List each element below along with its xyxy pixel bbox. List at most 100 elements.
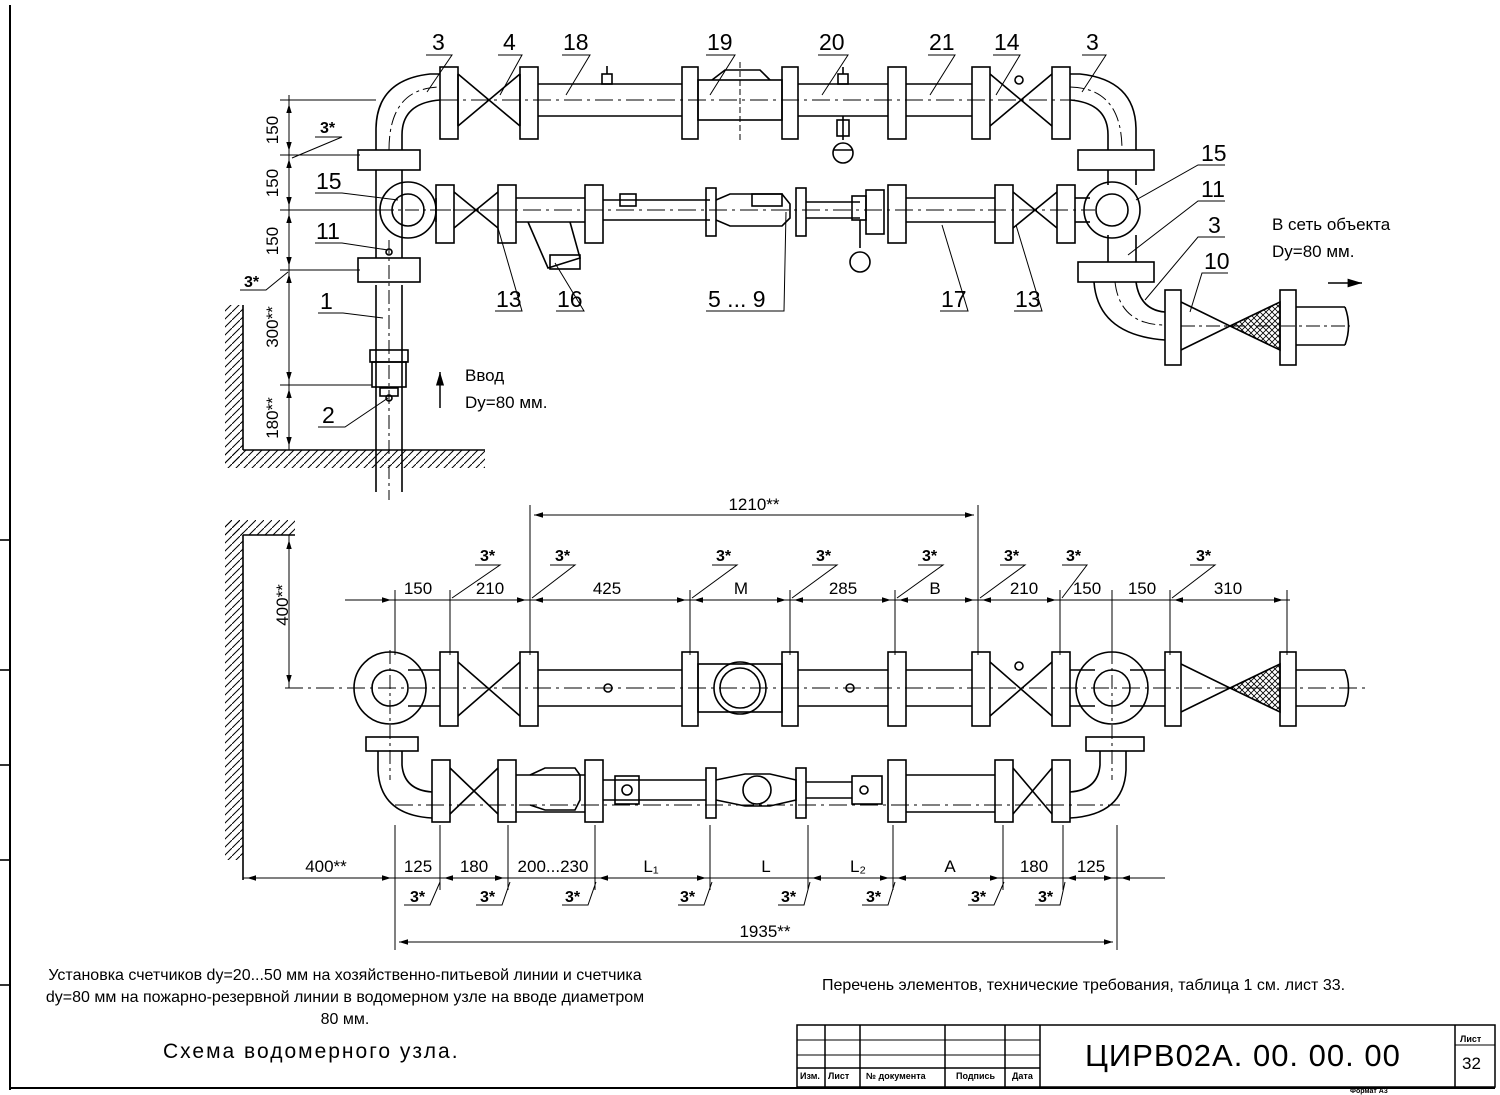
dim-bottom-value: 125 [404,857,432,876]
label-part-2: 2 [322,402,335,428]
dim-bottom-value: 180 [460,857,488,876]
label-part-10: 10 [1204,248,1230,274]
dim-overall-1210: 1210** [728,495,779,514]
dim-bottom-value: L₂ [850,857,866,876]
label-part-21: 21 [929,29,955,55]
label-part-17: 17 [941,286,967,312]
label-part-13-left: 13 [496,286,522,312]
outlet-label: В сеть объекта Dy=80 мм. [1272,211,1390,265]
dim-top-mark: 3* [1004,548,1020,565]
label-part-16: 16 [557,286,583,312]
label-part-13-right: 13 [1015,286,1041,312]
outlet-label-line2: Dy=80 мм. [1272,242,1355,261]
dim-bottom-value: 200...230 [518,857,589,876]
dim-vertical-5: 180** [263,397,282,439]
dim-top-value: 210 [476,579,504,598]
right-elbow-tee [1069,73,1362,366]
label-part-11-left: 11 [316,218,340,244]
dim-bottom-mark: 3* [971,889,987,906]
inlet-pipe [357,240,421,500]
dim-vertical-4: 300** [263,306,282,348]
vertical-dimensions [240,95,380,451]
dim-bottom-value: 125 [1077,857,1105,876]
dim-top-mark: 3* [816,548,832,565]
label-part-18: 18 [563,29,589,55]
dim-top-mark: 3* [480,548,496,565]
gap-mark-2: 3* [244,274,260,291]
installation-caption: Установка счетчиков dy=20...50 мм на хоз… [45,967,645,1028]
dim-bottom-mark: 3* [680,889,696,906]
stamp-col-change: Изм. [800,1071,820,1081]
dim-vertical-6: 400** [273,584,292,626]
dim-top-mark: 3* [716,548,732,565]
label-part-15-right: 15 [1201,140,1227,166]
dim-top-value: 150 [1128,579,1156,598]
reference-note: Перечень элементов, технические требован… [822,977,1346,994]
dim-bottom-value: A [944,857,956,876]
dim-top-value: 310 [1214,579,1242,598]
dim-top-value: 285 [829,579,857,598]
outlet-label-line1: В сеть объекта [1272,215,1391,234]
sheet-number: 32 [1462,1054,1481,1073]
gap-mark-1: 3* [320,120,336,137]
inlet-label-line1: Ввод [465,366,505,385]
front-lower-line [395,759,1120,823]
dim-bottom-value: 180 [1020,857,1048,876]
dim-bottom-value: L₁ [643,857,658,876]
front-upper-line [285,651,1365,727]
inlet-label: Ввод Dy=80 мм. [465,362,547,416]
label-part-20: 20 [819,29,845,55]
dim-top-value: 150 [404,579,432,598]
dim-top-value: B [929,579,940,598]
stamp-col-document: № документа [866,1071,926,1081]
label-part-11-right: 11 [1201,176,1225,202]
front-elbows [365,650,1145,819]
label-part-19: 19 [707,29,733,55]
dim-bottom-mark: 3* [866,889,882,906]
dim-overall-1935: 1935** [739,922,790,941]
dim-top-value: M [734,579,748,598]
dim-bottom-value: 400** [305,857,347,876]
upper-pipeline [439,62,1075,164]
stamp-col-date: Дата [1012,1071,1033,1081]
front-view-labels: 1210** 150 210 425 M 285 B 210 150 150 3… [305,495,1242,941]
stamp-col-signature: Подпись [956,1071,996,1081]
label-part-4: 4 [503,29,516,55]
label-part-3-right: 3 [1086,29,1099,55]
sheet-label: Лист [1460,1034,1482,1044]
label-part-15-left: 15 [316,168,342,194]
label-part-14: 14 [994,29,1020,55]
dim-bottom-mark: 3* [565,889,581,906]
document-code: ЦИРВ02А. 00. 00. 00 [1085,1038,1401,1073]
dim-top-mark: 3* [1196,548,1212,565]
dim-top-mark: 3* [1066,548,1082,565]
dim-vertical-1: 150 [263,116,282,144]
front-view [225,505,1365,950]
dim-top-mark: 3* [555,548,571,565]
format-note: Формат А3 [1350,1088,1388,1095]
dim-bottom-value: L [761,857,770,876]
dim-vertical-3: 150 [263,227,282,255]
title-block [796,1024,1496,1088]
drawing-frame [0,5,1495,1090]
label-parts-5-9: 5 ... 9 [708,286,766,312]
dim-bottom-mark: 3* [1038,889,1054,906]
dim-top-value: 150 [1073,579,1101,598]
label-part-3-outlet: 3 [1208,212,1221,238]
dim-top-mark: 3* [922,548,938,565]
top-view [225,54,1362,500]
dim-top-value: 425 [593,579,621,598]
dim-bottom-mark: 3* [781,889,797,906]
lower-pipeline [430,184,1095,273]
front-bottom-dimensions [243,825,1165,950]
front-top-dimensions [286,505,1290,688]
dim-bottom-mark: 3* [480,889,496,906]
label-part-3-left: 3 [432,29,445,55]
schema-title: Схема водомерного узла. [163,1040,460,1063]
top-view-leaders [315,54,1228,428]
label-part-1: 1 [320,288,333,314]
dim-vertical-2: 150 [263,169,282,197]
stamp-col-sheet: Лист [828,1071,850,1081]
dim-bottom-mark: 3* [410,889,426,906]
